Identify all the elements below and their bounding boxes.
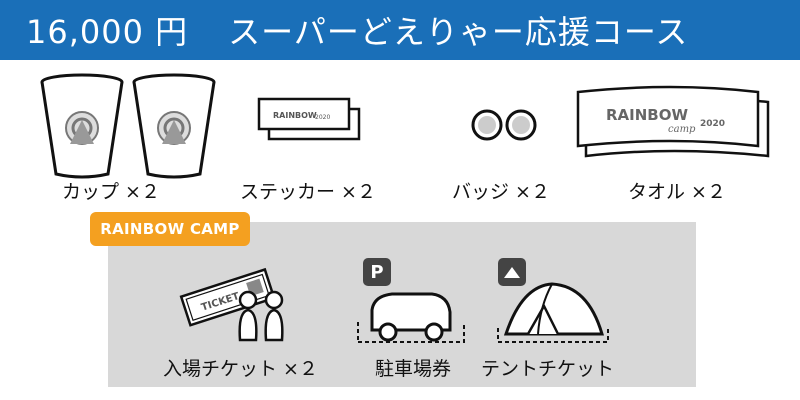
cup-label: カップ ×２ [62,181,160,203]
tent-illustration [497,282,609,343]
entry-label: 入場チケット ×２ [163,358,318,380]
camp-tag: RAINBOW CAMP [90,212,250,246]
person-icon [264,290,284,342]
sticker-illustration: RAINBOW 2020 [257,97,361,141]
towel-label: タオル ×２ [628,181,726,203]
sticker-year: 2020 [315,114,330,121]
badge-icon [505,109,537,141]
sticker-logo: RAINBOW [273,111,317,120]
car-illustration [357,292,465,343]
course-name: スーパーどえりゃー応援コース [228,13,689,51]
sticker-label: ステッカー ×２ [240,181,376,203]
towel-camp-script: camp [668,124,696,135]
badge-label: バッジ ×２ [452,181,550,203]
tent-label: テントチケット [481,358,615,380]
course-header: 16,000 円 スーパーどえりゃー応援コース [0,0,800,60]
cup-icon [40,73,124,179]
towel-logo: RAINBOW [606,106,688,124]
badge-icon [471,109,503,141]
person-icon [238,290,258,342]
badge-illustration [471,109,537,141]
course-price: 16,000 円 [26,13,189,51]
towel-illustration: RAINBOW camp 2020 [576,85,770,158]
entry-ticket-illustration: TICKET [179,267,284,342]
towel-year: 2020 [700,119,725,129]
tent-small-icon [504,267,520,278]
cup-icon [132,73,216,179]
parking-label: 駐車場券 [375,358,452,380]
tent-badge-icon [498,258,526,286]
parking-icon: P [363,258,391,286]
cups-illustration [40,73,216,179]
